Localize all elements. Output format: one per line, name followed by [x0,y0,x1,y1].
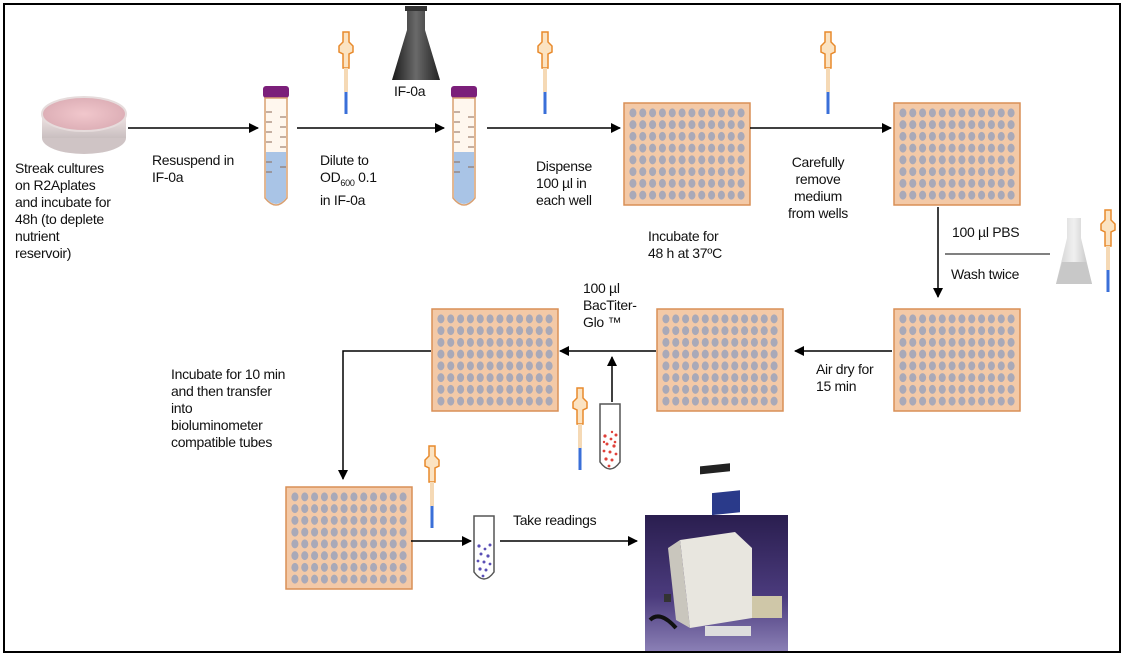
pipette-icon [338,31,354,114]
remove-label: Carefully remove medium from wells [787,154,848,221]
microplate-icon [893,102,1021,206]
reagent-tube-icon [599,403,621,470]
pbs-label: 100 µl PBS [952,224,1020,240]
readings-label: Take readings [513,512,597,528]
pipette-icon [820,31,836,114]
dilute-text: Dilute to OD [320,152,369,185]
test-tube-icon [263,86,289,206]
pipette-icon [424,445,440,528]
flask-icon [1056,218,1092,284]
microplate-icon [285,486,413,590]
microplate-icon [623,102,751,206]
pipette-icon [572,387,588,470]
resuspend-label: Resuspend in IF-0a [152,152,235,185]
incubate10-label: Incubate for 10 min and then transfer in… [171,366,286,450]
dilute-subscript: 600 [340,177,355,188]
dispense-label: Dispense 100 µl in each well [536,158,592,208]
flask-label: IF-0a [394,83,426,99]
microplate-icon [431,308,559,412]
dilute-text-end: 0.1 in IF-0a [320,169,377,208]
pipette-icon [537,31,553,114]
diagram-frame [3,3,1121,653]
bioluminometer-tube-icon [473,515,495,580]
bactiter-label: 100 µl BacTiter- Glo ™ [583,280,637,330]
bioluminometer-image [645,463,788,651]
streak-label: Streak cultures on R2Aplates and incubat… [15,160,111,261]
arrow [338,350,431,480]
dilute-label: Dilute to OD600 0.1 in IF-0a [320,152,377,209]
test-tube-icon [451,86,477,206]
microplate-icon [893,308,1021,412]
petri-dish-icon [41,96,127,154]
airdry-label: Air dry for 15 min [816,361,874,394]
pipette-icon [1100,209,1116,292]
flask-icon [392,6,440,80]
incubate48-label: Incubate for 48 h at 37ºC [648,228,722,261]
microplate-icon [656,308,784,412]
wash-label: Wash twice [951,266,1020,282]
